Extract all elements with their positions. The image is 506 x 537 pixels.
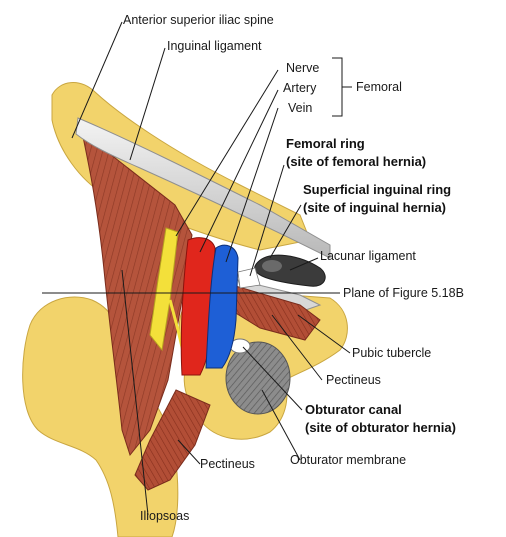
cord-highlight (262, 260, 282, 272)
label-plane-of-figure: Plane of Figure 5.18B (343, 286, 464, 300)
label-nerve: Nerve (286, 61, 319, 75)
label-pectineus-right: Pectineus (326, 373, 381, 387)
label-superficial-ring-site: (site of inguinal hernia) (303, 200, 446, 215)
label-iliopsoas: Iliopsoas (140, 509, 189, 523)
label-obturator-membrane: Obturator membrane (290, 453, 406, 467)
label-artery: Artery (283, 81, 317, 95)
label-obturator-canal-site: (site of obturator hernia) (305, 420, 456, 435)
label-vein: Vein (288, 101, 312, 115)
label-pectineus-left: Pectineus (200, 457, 255, 471)
label-obturator-canal: Obturator canal (305, 402, 402, 417)
label-superficial-inguinal-ring: Superficial inguinal ring (303, 182, 451, 197)
label-femoral-ring: Femoral ring (286, 136, 365, 151)
label-anterior-superior-iliac-spine: Anterior superior iliac spine (123, 13, 274, 27)
label-femoral-ring-site: (site of femoral hernia) (286, 154, 426, 169)
label-inguinal-ligament: Inguinal ligament (167, 39, 262, 53)
label-lacunar-ligament: Lacunar ligament (320, 249, 416, 263)
label-femoral: Femoral (356, 80, 402, 94)
label-pubic-tubercle: Pubic tubercle (352, 346, 431, 360)
